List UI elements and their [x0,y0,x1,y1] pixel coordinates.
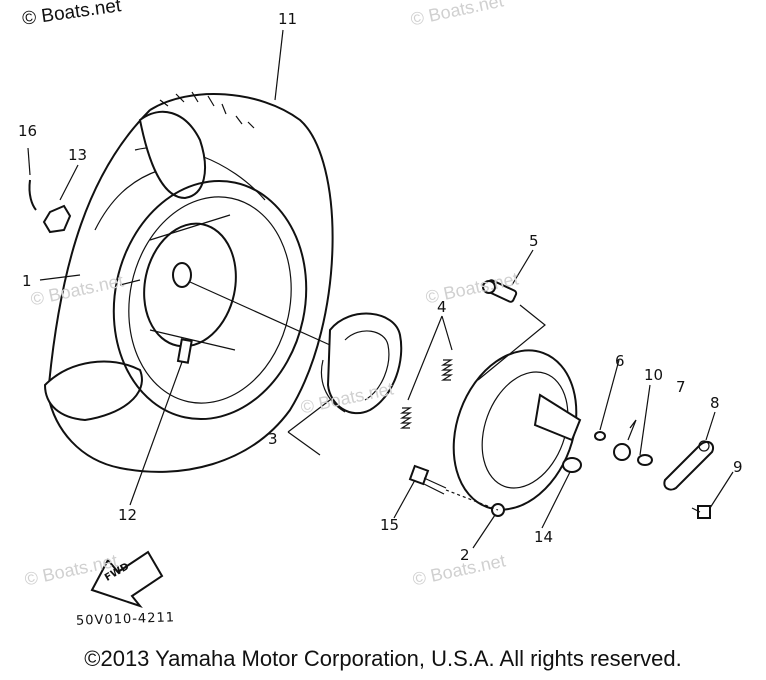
brake-shoes [320,312,403,415]
callout-7: 7 [676,378,686,396]
washer [562,457,582,473]
callout-2: 2 [460,546,470,564]
callout-5: 5 [529,232,539,250]
cam-leader [477,304,546,381]
callout-12: 12 [118,506,138,524]
callout-8: 8 [710,394,720,412]
callout-1: 1 [22,272,32,290]
callout-16: 16 [18,122,38,140]
washer-small [637,454,653,466]
camshaft [482,279,518,303]
copyright-notice: ©2013 Yamaha Motor Corporation, U.S.A. A… [84,646,682,671]
axle-line [189,281,331,346]
lever-bolt [691,505,711,519]
axle-nut [42,204,72,234]
tire [43,91,334,473]
callout-6: 6 [615,352,625,370]
callout-15: 15 [380,516,400,534]
callout-3: 3 [268,430,278,448]
leader-lines [27,29,734,549]
brake-springs [399,359,454,429]
callout-10: 10 [644,366,664,384]
brake-plate [452,349,582,517]
callout-13: 13 [68,146,88,164]
oil-seal [594,431,606,441]
callout-9: 9 [733,458,743,476]
bolt [408,464,447,495]
callout-11: 11 [278,10,298,28]
cam-lever [663,440,714,491]
callout-14: 14 [534,528,554,546]
callout-4: 4 [437,298,447,316]
fwd-arrow [90,550,164,609]
indicator [613,419,637,461]
wheel-rim [112,179,308,421]
cotter-pin [28,179,37,211]
